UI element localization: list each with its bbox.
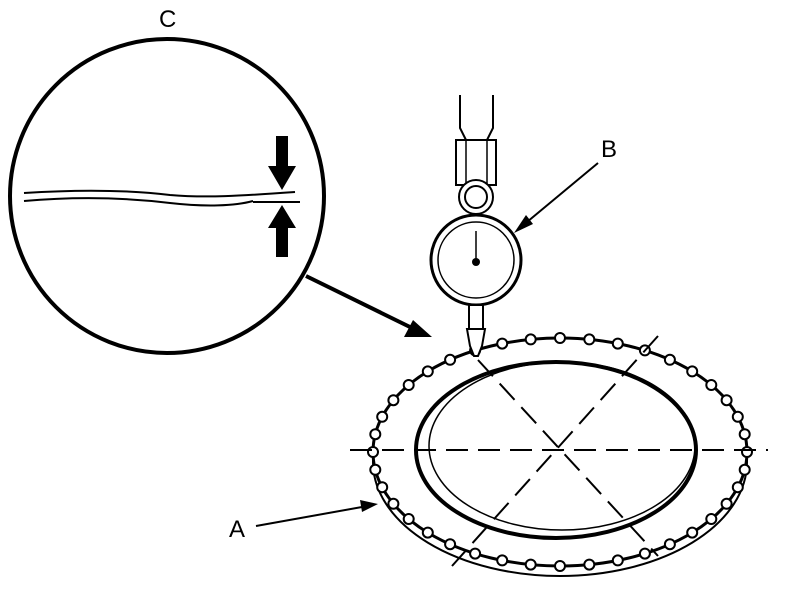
plate-tooth-notch [741,446,753,458]
arrow-up-icon [268,205,296,257]
indicator-stem [455,139,497,186]
dial-indicator [429,95,523,357]
detail-circle [8,37,326,355]
plate-tooth-notch [720,497,733,510]
plate-tooth-notch [421,526,434,539]
plate-tooth-notch [583,333,596,346]
plate-tooth-notch [611,554,624,567]
plate-tooth-notch [554,332,566,344]
label-a: A [229,516,246,543]
detail-leader [305,274,432,337]
plate-tooth-notch [554,560,566,572]
plate-tooth-notch [444,353,457,366]
dial-needle-pivot [472,258,480,266]
plate-tooth-notch [738,428,751,441]
plate-tooth-notch [387,394,400,407]
label-b: B [601,136,618,163]
plate-tooth-notch [369,428,382,441]
plate-tooth-notch [376,481,389,494]
plate-tooth-notch [731,481,744,494]
clutch-plate [350,332,768,577]
arrow-down-icon [268,136,296,190]
plate-tooth-notch [686,526,699,539]
plate-tooth-notch [738,463,751,476]
plate-tooth-notch [469,547,482,560]
plate-teeth [367,332,753,572]
plate-tooth-notch [496,337,509,350]
plate-tooth-notch [583,558,596,571]
plate-tooth-notch [524,333,537,346]
plate-tooth-notch [444,538,457,551]
plate-tooth-notch [663,538,676,551]
plate-tooth-notch [705,513,718,525]
plate-edge-line-lower [23,197,254,207]
plate-tooth-notch [367,446,379,458]
plate-tooth-notch [402,513,415,525]
plate-tooth-notch [720,394,733,407]
plate-tooth-notch [663,353,676,366]
plate-tooth-notch [638,547,651,560]
label-b-leader [514,162,599,233]
plate-tooth-notch [369,463,382,476]
label-a-leader [255,500,378,527]
plate-tooth-notch [686,365,699,378]
plate-tooth-notch [611,337,624,350]
plate-tooth-notch [731,410,744,423]
plate-edge-line-upper [23,189,296,198]
indicator-stand-upper [459,95,494,141]
plate-tooth-notch [376,410,389,423]
plate-tooth-notch [496,554,509,567]
plate-tooth-notch [524,558,537,571]
detail-view-c [8,37,326,355]
plate-tooth-notch [421,365,434,378]
plate-tooth-notch [387,497,400,510]
plate-tooth-notch [705,379,718,391]
indicator-tip [465,328,487,357]
plate-tooth-notch [402,379,415,391]
label-c: C [159,6,177,33]
indicator-plunger [468,304,484,330]
measurement-centerlines [350,335,768,567]
